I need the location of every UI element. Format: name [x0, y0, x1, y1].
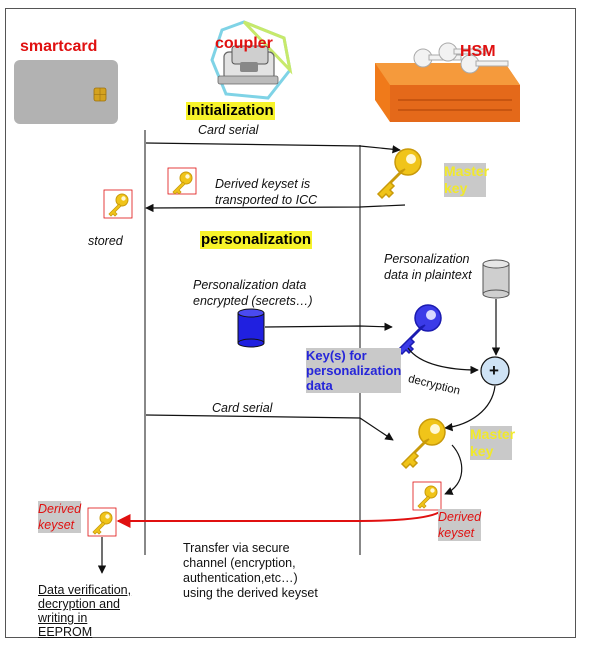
encrypted-database-icon — [237, 308, 265, 348]
derived-keyset-hsm-label: Derived keyset — [438, 509, 482, 541]
secure-transfer-label: Transfer via secure channel (encryption,… — [183, 541, 318, 600]
decryption-arrow — [407, 347, 479, 375]
encrypted-label: Personalization data encrypted (secrets…… — [193, 278, 313, 308]
master-key-1-icon — [377, 148, 422, 199]
derived-keyset-card-icon — [87, 507, 117, 537]
diagram-frame — [5, 8, 576, 638]
master-key-1-label: Master key — [444, 163, 490, 197]
transport-arrow — [145, 203, 406, 213]
coupler-label: coupler — [215, 35, 273, 52]
smartcard-label: smartcard — [20, 38, 98, 55]
derived-keyset-hsm-icon — [412, 481, 442, 511]
card-serial-arrow-2 — [145, 414, 394, 441]
derived-keyset-card-label: Derived keyset — [38, 501, 82, 533]
personalization-key-icon — [396, 304, 442, 356]
hsm-icon — [375, 42, 520, 122]
data-verification-label: Data verification, decryption and writin… — [38, 583, 132, 639]
master-to-derived-arrow — [444, 444, 463, 495]
plus-circle-icon — [480, 356, 510, 386]
smartcard-icon — [14, 60, 118, 124]
card-serial-label-2: Card serial — [212, 401, 273, 415]
card-serial-arrow-1 — [145, 142, 401, 154]
plaintext-label: Personalization data in plaintext — [384, 252, 472, 282]
secure-transfer-arrow — [116, 510, 442, 528]
personalization-key-label: Key(s) for personalization data — [306, 348, 402, 393]
hsm-label: HSM — [460, 43, 496, 60]
master-key-2-icon — [401, 418, 446, 469]
derived-keyset-transport-label: Derived keyset is transported to ICC — [215, 177, 318, 207]
plus-sign: + — [489, 361, 499, 380]
transport-key-icon — [167, 167, 197, 195]
coupler-icon — [210, 20, 293, 100]
plus-to-master-arrow — [444, 385, 496, 432]
card-serial-label-1: Card serial — [198, 123, 259, 137]
master-key-2-label: Master key — [470, 426, 516, 460]
initialization-phase: Initialization — [186, 102, 275, 120]
plaintext-database-icon — [482, 259, 510, 299]
stored-key-icon — [103, 189, 133, 219]
encrypted-arrow — [264, 322, 393, 331]
personalization-phase: personalization — [200, 231, 313, 249]
stored-label: stored — [88, 234, 123, 248]
